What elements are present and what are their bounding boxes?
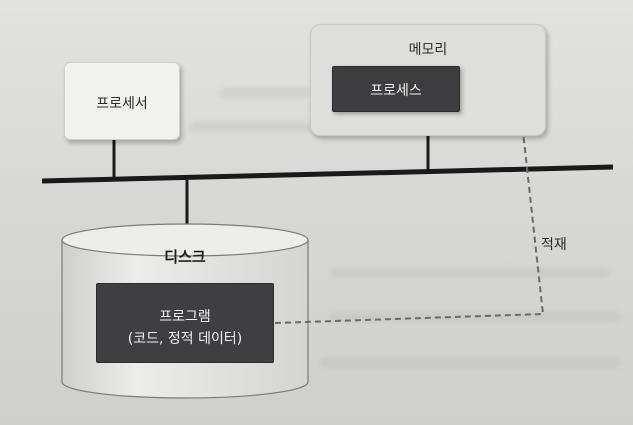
memory-label: 메모리 — [408, 42, 448, 58]
bleed-through-text — [220, 88, 310, 98]
load-edge-label: 적재 — [541, 237, 567, 253]
bleed-through-text — [330, 268, 610, 278]
system-bus — [41, 164, 614, 184]
bleed-through-text — [320, 358, 620, 368]
program-contents-label: (코드, 정적 데이터) — [127, 331, 243, 347]
bleed-through-text — [190, 122, 330, 132]
disk-label: 디스크 — [164, 248, 206, 266]
process-node: 프로세스 — [332, 66, 460, 112]
processor-node: 프로세서 — [64, 62, 180, 140]
processor-label: 프로세서 — [96, 96, 148, 112]
disk-node: 디스크 — [62, 222, 308, 398]
program-label: 프로그램 — [159, 309, 211, 325]
process-label: 프로세스 — [370, 83, 422, 99]
program-node: 프로그램 (코드, 정적 데이터) — [96, 283, 274, 363]
